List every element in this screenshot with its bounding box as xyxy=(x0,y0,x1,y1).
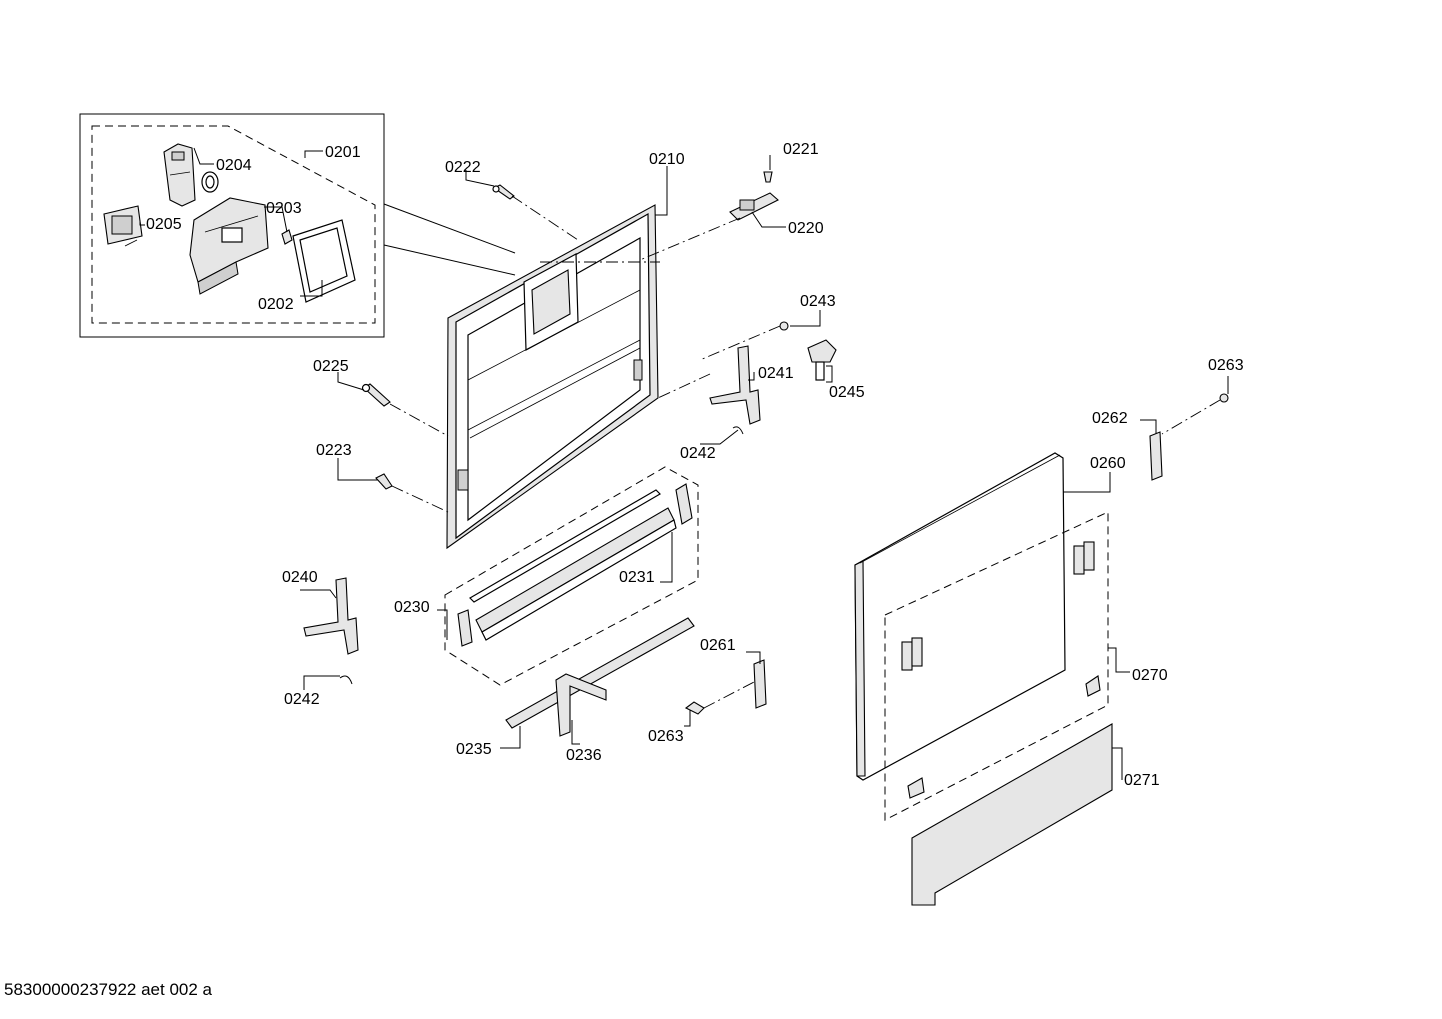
part-0270-pads[interactable] xyxy=(901,541,1101,799)
part-dispenser-housing[interactable] xyxy=(189,197,269,295)
document-code: 58300000237922 aet 002 a xyxy=(4,980,212,999)
leader-lines xyxy=(139,147,1229,780)
part-0271-plinth[interactable] xyxy=(911,723,1113,906)
label-0270[interactable]: 0270 xyxy=(1132,667,1168,684)
group-0270 xyxy=(884,511,1109,821)
part-0205-plate[interactable] xyxy=(103,205,143,247)
label-0262[interactable]: 0262 xyxy=(1092,410,1128,427)
label-0240[interactable]: 0240 xyxy=(282,569,318,586)
label-0202[interactable]: 0202 xyxy=(258,296,294,313)
label-0210[interactable]: 0210 xyxy=(649,151,685,168)
part-labels: 0201 0204 0203 0205 0202 0210 0222 0221 … xyxy=(146,141,1244,789)
part-0204-ring[interactable] xyxy=(201,171,219,193)
part-0263-screw-upper[interactable] xyxy=(1219,393,1229,403)
label-0263-lower[interactable]: 0263 xyxy=(648,728,684,745)
label-0204[interactable]: 0204 xyxy=(216,157,252,174)
part-0204-cover[interactable] xyxy=(163,143,196,207)
label-0205[interactable]: 0205 xyxy=(146,216,182,233)
label-0242-lower[interactable]: 0242 xyxy=(284,691,320,708)
label-0236[interactable]: 0236 xyxy=(566,747,602,764)
part-0225-screw[interactable] xyxy=(361,383,391,407)
label-0201[interactable]: 0201 xyxy=(325,144,361,161)
part-0235-rail[interactable] xyxy=(505,617,695,729)
label-0230[interactable]: 0230 xyxy=(394,599,430,616)
part-0243-screw[interactable] xyxy=(779,321,789,331)
label-0223[interactable]: 0223 xyxy=(316,442,352,459)
part-0221-screw[interactable] xyxy=(763,171,773,183)
part-0223-screw[interactable] xyxy=(375,473,393,490)
part-0263-screw-lower[interactable] xyxy=(684,701,705,715)
label-0225[interactable]: 0225 xyxy=(313,358,349,375)
part-0245-latch[interactable] xyxy=(807,339,837,381)
part-0262-clip[interactable] xyxy=(1149,431,1163,481)
label-0231[interactable]: 0231 xyxy=(619,569,655,586)
part-0241-hinge[interactable] xyxy=(709,345,761,435)
label-0271[interactable]: 0271 xyxy=(1124,772,1160,789)
label-0235[interactable]: 0235 xyxy=(456,741,492,758)
label-0220[interactable]: 0220 xyxy=(788,220,824,237)
part-0261-clip[interactable] xyxy=(753,659,767,709)
label-0221[interactable]: 0221 xyxy=(783,141,819,158)
part-0231-bracket[interactable] xyxy=(457,483,693,647)
part-0202-gasket[interactable] xyxy=(292,219,356,303)
label-0263-upper[interactable]: 0263 xyxy=(1208,357,1244,374)
label-0241[interactable]: 0241 xyxy=(758,365,794,382)
label-0243[interactable]: 0243 xyxy=(800,293,836,310)
detail-inset-0201 xyxy=(79,113,516,338)
part-rail-upper[interactable] xyxy=(469,489,677,641)
part-0210-inner-door[interactable] xyxy=(446,204,659,550)
label-0261[interactable]: 0261 xyxy=(700,637,736,654)
group-0230-rails xyxy=(444,466,699,686)
part-0220-bracket[interactable] xyxy=(729,192,779,221)
part-0203-nut[interactable] xyxy=(281,229,293,245)
label-0260[interactable]: 0260 xyxy=(1090,455,1126,472)
part-0222-screw[interactable] xyxy=(492,184,515,200)
part-0236-bracket[interactable] xyxy=(555,673,607,737)
label-0245[interactable]: 0245 xyxy=(829,384,865,401)
label-0222[interactable]: 0222 xyxy=(445,159,481,176)
part-0260-outer-panel[interactable] xyxy=(854,452,1066,781)
label-0203[interactable]: 0203 xyxy=(266,200,302,217)
assembly-lines xyxy=(389,195,1221,709)
part-0240-hinge[interactable] xyxy=(303,577,359,685)
label-0242-upper[interactable]: 0242 xyxy=(680,445,716,462)
